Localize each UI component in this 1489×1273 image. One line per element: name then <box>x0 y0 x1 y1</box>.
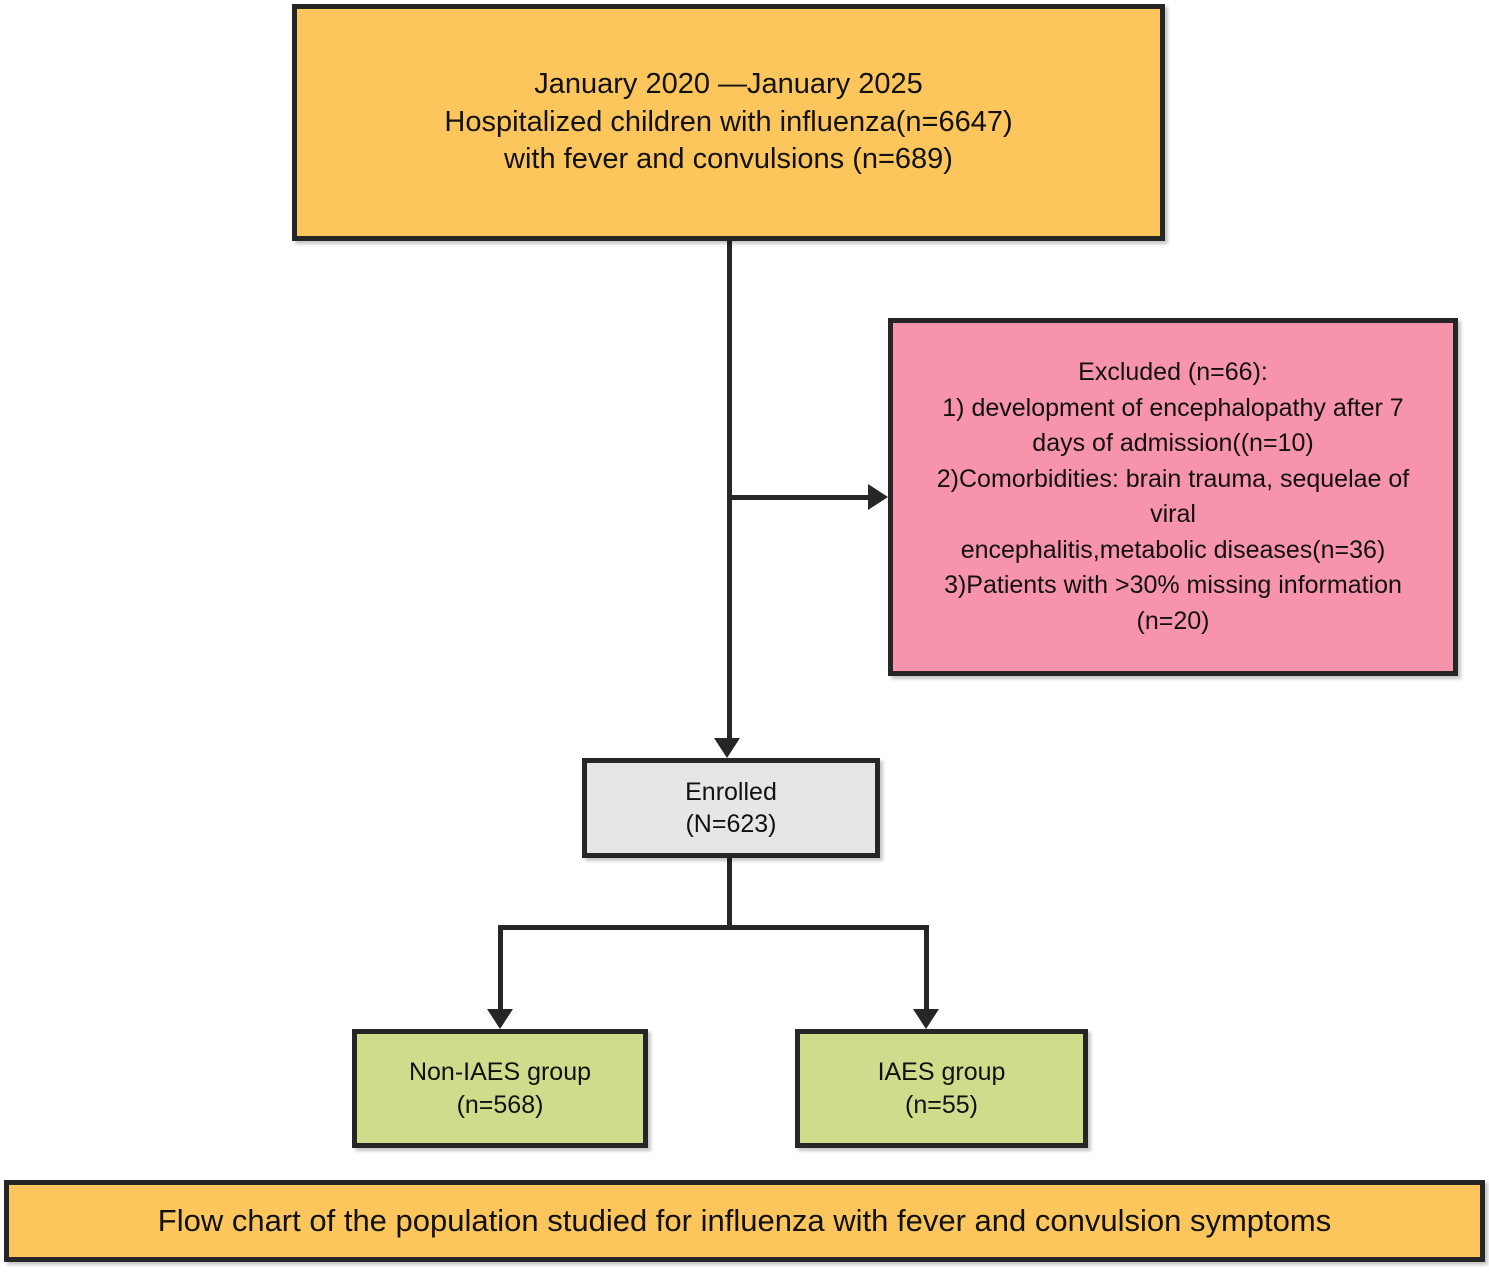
connector-enrolled-stem <box>727 858 732 929</box>
connector-to-excluded <box>727 495 871 500</box>
arrowhead-into-enrolled <box>714 738 740 758</box>
cohort-line-2: Hospitalized children with influenza(n=6… <box>444 105 1013 138</box>
excluded-line-2: 1) development of encephalopathy after 7 <box>942 393 1404 422</box>
connector-to-non-iaes <box>498 925 503 1021</box>
excluded-line-1: Excluded (n=66): <box>1078 358 1268 386</box>
node-iaes-group: IAES group (n=55) <box>795 1029 1088 1148</box>
excluded-line-8: (n=20) <box>1136 606 1210 635</box>
non-iaes-count: (n=568) <box>456 1090 544 1119</box>
excluded-line-4: 2)Comorbidities: brain trauma, sequelae … <box>936 464 1410 493</box>
node-excluded: Excluded (n=66): 1) development of encep… <box>888 318 1458 676</box>
connector-to-iaes <box>924 925 929 1021</box>
arrowhead-into-excluded <box>868 484 888 510</box>
connector-cohort-to-enrolled <box>727 241 732 740</box>
cohort-line-3: with fever and convulsions (n=689) <box>504 143 953 176</box>
figure-caption: Flow chart of the population studied for… <box>4 1180 1485 1262</box>
excluded-line-5: viral <box>1150 500 1196 528</box>
excluded-line-6: encephalitis,metabolic diseases(n=36) <box>960 535 1386 564</box>
cohort-line-1: January 2020 —January 2025 <box>534 67 923 100</box>
connector-split-bar <box>498 925 929 930</box>
non-iaes-label: Non-IAES group <box>408 1058 592 1086</box>
node-source-cohort: January 2020 —January 2025 Hospitalized … <box>292 4 1165 241</box>
enrolled-count: (N=623) <box>685 810 777 838</box>
iaes-label: IAES group <box>877 1058 1006 1086</box>
arrowhead-into-iaes <box>913 1009 939 1029</box>
excluded-line-3: days of admission((n=10) <box>1032 429 1314 457</box>
arrowhead-into-non-iaes <box>487 1009 513 1029</box>
figure-caption-text: Flow chart of the population studied for… <box>157 1202 1332 1238</box>
enrolled-label: Enrolled <box>685 777 777 806</box>
excluded-line-7: 3)Patients with >30% missing information <box>944 571 1402 599</box>
iaes-count: (n=55) <box>905 1090 978 1119</box>
node-non-iaes-group: Non-IAES group (n=568) <box>352 1029 648 1148</box>
node-enrolled: Enrolled (N=623) <box>582 758 880 858</box>
